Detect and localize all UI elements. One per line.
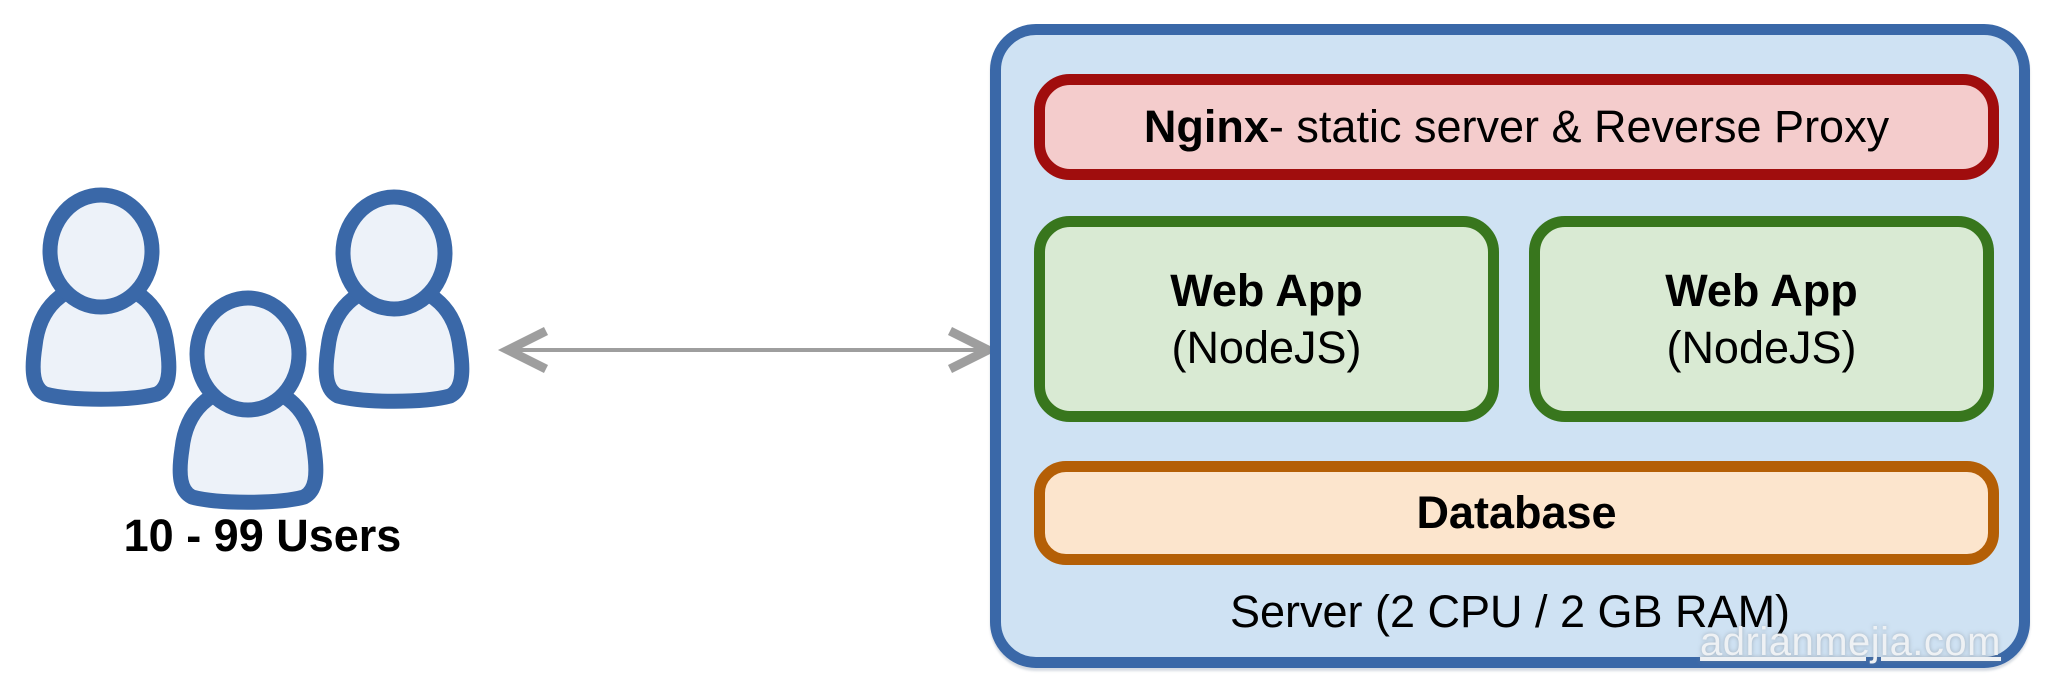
users-icon-cluster xyxy=(25,188,470,508)
database-box: Database xyxy=(1034,461,1999,565)
nginx-description: - static server & Reverse Proxy xyxy=(1268,101,1890,152)
user-icon xyxy=(326,197,462,401)
watermark: adrianmejia.com xyxy=(1700,620,2001,664)
web-app-runtime: (NodeJS) xyxy=(1171,322,1362,373)
database-label: Database xyxy=(1416,487,1617,538)
server-box: Nginx - static server & Reverse Proxy We… xyxy=(990,24,2030,668)
bidirectional-arrow-icon xyxy=(497,326,999,374)
web-app-runtime: (NodeJS) xyxy=(1666,322,1857,373)
server-label: Server (2 CPU / 2 GB RAM) xyxy=(1229,586,1791,637)
nginx-name: Nginx xyxy=(1143,101,1269,152)
user-icon xyxy=(33,195,169,399)
users-group: 10 - 99 Users xyxy=(25,188,470,568)
user-icon xyxy=(180,298,316,502)
web-app-box-1: Web App (NodeJS) xyxy=(1034,216,1499,422)
web-app-title: Web App xyxy=(1665,265,1858,316)
users-label: 10 - 99 Users xyxy=(123,510,402,561)
web-app-box-2: Web App (NodeJS) xyxy=(1529,216,1994,422)
nginx-box: Nginx - static server & Reverse Proxy xyxy=(1034,74,1999,180)
web-app-title: Web App xyxy=(1170,265,1363,316)
